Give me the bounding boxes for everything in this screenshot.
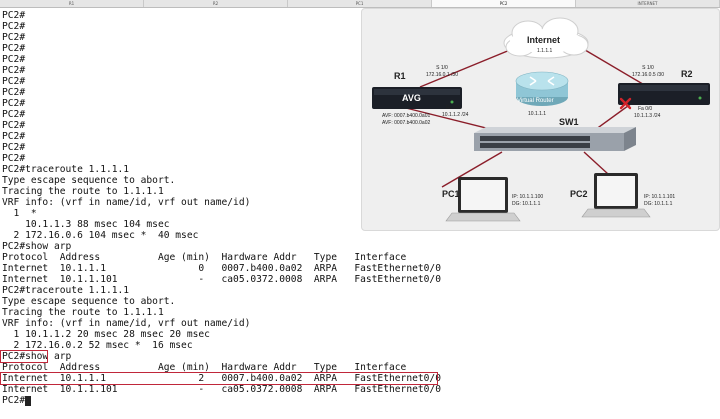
terminal-line: PC2# <box>2 32 26 43</box>
text-cursor <box>25 395 32 406</box>
terminal-line: Internet 10.1.1.101 - ca05.0372.0008 ARP… <box>2 384 441 395</box>
arp-entry-highlight <box>0 372 438 385</box>
terminal-line: PC2# <box>2 76 26 87</box>
terminal-line: PC2#show arp <box>2 351 72 362</box>
terminal-line: Type escape sequence to abort. <box>2 175 176 186</box>
r2-serial-iface: S 1/0 <box>642 65 654 71</box>
terminal-line: PC2# <box>2 54 26 65</box>
pc2-name: PC2 <box>570 189 588 199</box>
virtual-router-label: Virtual Router <box>517 98 554 104</box>
terminal-line: 1 10.1.1.2 20 msec 28 msec 20 msec <box>2 329 210 340</box>
terminal-line: 2 172.16.0.2 52 msec * 16 msec <box>2 340 193 351</box>
tab-internet[interactable]: INTERNET <box>576 0 720 7</box>
session-tab-bar: R1 R2 PC1 PC2 INTERNET <box>0 0 720 8</box>
terminal-line: PC2# <box>2 43 26 54</box>
terminal-line: Internet 10.1.1.1 2 0007.b400.0a02 ARPA … <box>2 373 441 384</box>
internet-ip: 1.1.1.1 <box>537 48 553 54</box>
terminal-line: PC2#show arp <box>2 241 72 252</box>
r1-avf-2: AVF: 0007.b400.0a02 <box>382 120 431 126</box>
pc2-ip: IP: 10.1.1.101 <box>644 194 676 200</box>
router-r1-icon <box>372 87 462 109</box>
pc1-name: PC1 <box>442 189 460 199</box>
terminal-line: PC2# <box>2 142 26 153</box>
sw1-name: SW1 <box>559 117 579 127</box>
r2-fa-ip: 10.1.1.3 /24 <box>634 113 661 119</box>
router-r2-icon <box>618 83 710 105</box>
terminal-line: 10.1.1.3 88 msec 104 msec <box>2 219 170 230</box>
terminal-line: Tracing the route to 1.1.1.1 <box>2 307 164 318</box>
prompt-text: PC2# <box>2 395 26 406</box>
internet-label: Internet <box>527 35 561 45</box>
terminal-line: Tracing the route to 1.1.1.1 <box>2 186 164 197</box>
terminal-line: Protocol Address Age (min) Hardware Addr… <box>2 362 407 373</box>
terminal-line: PC2# <box>2 131 26 142</box>
prompt-line[interactable]: PC2# <box>2 395 32 406</box>
terminal-line: PC2# <box>2 153 26 164</box>
r1-avf-1: AVF: 0007.b400.0a01 <box>382 113 431 119</box>
r1-name: R1 <box>394 71 406 81</box>
terminal-line: Internet 10.1.1.101 - ca05.0372.0008 ARP… <box>2 274 441 285</box>
terminal-line: VRF info: (vrf in name/id, vrf out name/… <box>2 318 251 329</box>
network-topology-diagram: Internet 1.1.1.1 S 1/0 172.16.0.1 /30 R1… <box>361 8 720 231</box>
pc1-ip: IP: 10.1.1.100 <box>512 194 544 200</box>
terminal-line: Protocol Address Age (min) Hardware Addr… <box>2 252 407 263</box>
terminal-output[interactable]: PC2# PC2# PC2# PC2# PC2# PC2# PC2# PC2# … <box>0 10 718 418</box>
r1-serial-iface: S 1/0 <box>436 65 448 71</box>
r2-fa-iface: Fa 0/0 <box>638 106 653 112</box>
link-sw1-pc1 <box>441 151 503 188</box>
terminal-line: VRF info: (vrf in name/id, vrf out name/… <box>2 197 251 208</box>
terminal-line: PC2#traceroute 1.1.1.1 <box>2 285 130 296</box>
laptop-pc2-icon <box>581 173 651 218</box>
virtual-router-icon <box>515 71 569 106</box>
tab-r1[interactable]: R1 <box>0 0 144 7</box>
r1-avg-label: AVG <box>402 93 421 103</box>
link-failure-x-icon <box>619 97 632 110</box>
r2-serial-ip: 172.16.0.5 /30 <box>632 72 664 78</box>
r1-serial-ip: 172.16.0.1 /30 <box>426 72 458 78</box>
terminal-line: PC2# <box>2 87 26 98</box>
terminal-line: PC2#traceroute 1.1.1.1 <box>2 164 130 175</box>
link-r1-internet <box>419 44 523 88</box>
switch-sw1-icon <box>474 127 636 151</box>
terminal-line: Internet 10.1.1.1 0 0007.b400.0a02 ARPA … <box>2 263 441 274</box>
terminal-line: 1 * <box>2 208 37 219</box>
topology-drawing <box>372 17 710 222</box>
pc1-dg: DG: 10.1.1.1 <box>512 201 541 207</box>
terminal-line: PC2# <box>2 109 26 120</box>
r1-fa-iface: Fa 0/0 <box>446 105 461 111</box>
terminal-line: PC2# <box>2 10 26 21</box>
show-arp-highlight <box>0 350 48 363</box>
tab-pc2[interactable]: PC2 <box>432 0 576 7</box>
r2-name: R2 <box>681 69 693 79</box>
tab-pc1[interactable]: PC1 <box>288 0 432 7</box>
terminal-line: PC2# <box>2 98 26 109</box>
terminal-line: 2 172.16.0.6 104 msec * 40 msec <box>2 230 199 241</box>
virtual-router-ip: 10.1.1.1 <box>528 111 547 117</box>
terminal-line: PC2# <box>2 120 26 131</box>
laptop-pc1-icon <box>445 177 521 222</box>
terminal-line: PC2# <box>2 65 26 76</box>
tab-r2[interactable]: R2 <box>144 0 288 7</box>
pc2-dg: DG: 10.1.1.1 <box>644 201 673 207</box>
terminal-line: PC2# <box>2 21 26 32</box>
terminal-line: Type escape sequence to abort. <box>2 296 176 307</box>
r1-fa-ip: 10.1.1.2 /24 <box>442 112 469 118</box>
